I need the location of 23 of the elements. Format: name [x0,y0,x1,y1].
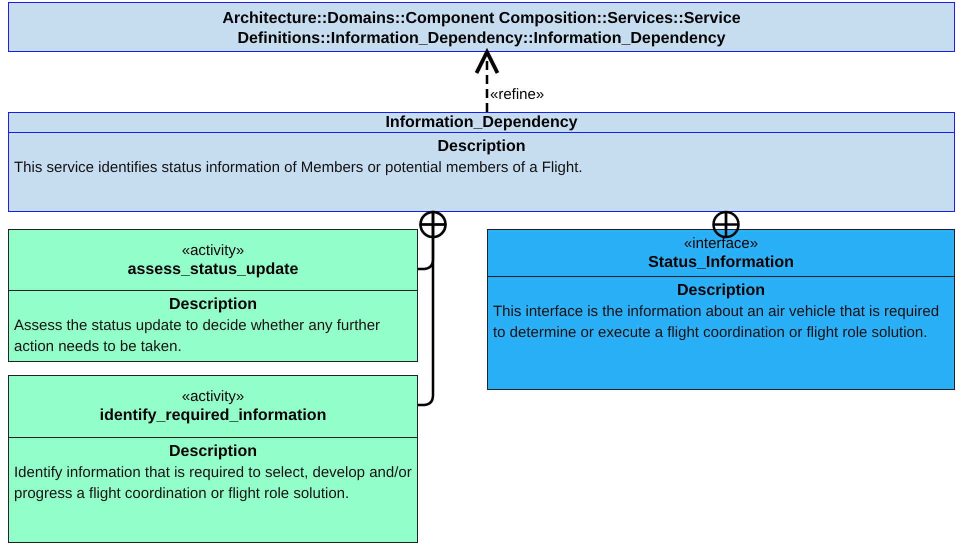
description-text: This interface is the information about an air vehicle that is required to determine or execute a flight coordination or flight role solution. [493,302,940,343]
section-heading: Description [168,442,258,462]
element-name: Status_Information [648,252,794,272]
containment-connector [712,210,740,238]
element-name: assess_status_update [128,260,298,280]
description-text: Assess the status update to decide whether any further action needs to be taken. [14,316,382,357]
package-path-title: Architecture::Domains::Component Composition::Services::Service Definitions::Information_Dependency::Information_Dependency [221,9,742,49]
arrow [474,50,500,112]
description-text: This service identifies status information of Members or potential members of a Flight. [14,158,584,178]
stereotype-label: «activity» [182,240,244,260]
element-name: Information_Dependency [385,112,578,132]
class-box [8,112,955,212]
stereotype-label: «interface» [684,234,758,252]
class-box [8,375,418,543]
package-box [8,2,955,52]
section-heading: Description [168,295,258,315]
section-heading: Description [676,281,766,301]
stereotype-label: «activity» [182,387,244,406]
section-heading: Description [436,137,526,157]
description-text: Identify information that is required to select, develop and/or progress a flight coordination or flight role solution. [14,463,412,504]
class-box [8,229,418,362]
element-name: identify_required_information [100,406,326,426]
class-box [487,229,955,390]
